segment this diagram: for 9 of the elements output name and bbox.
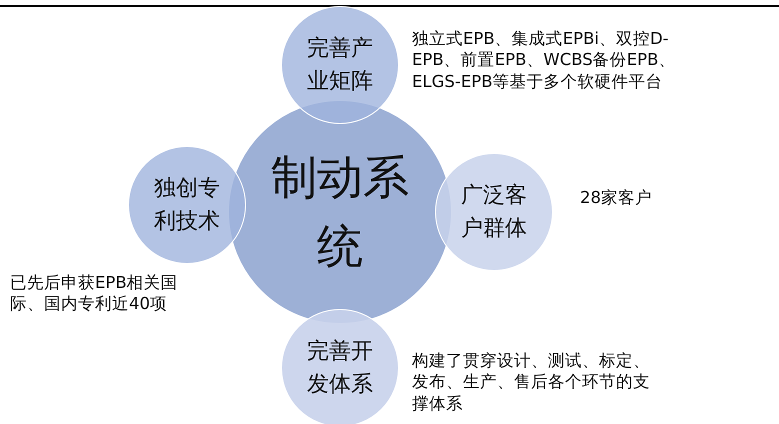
node-label: 广泛客户群体 — [460, 182, 528, 243]
description-text: 已先后申获EPB相关国际、国内专利近40项 — [10, 272, 179, 315]
description-text: 构建了贯穿设计、测试、标定、发布、生产、售后各个环节的支撑体系 — [412, 350, 651, 414]
description-text: 28家客户 — [580, 187, 653, 208]
node-label: 完善产业矩阵 — [306, 35, 374, 96]
node-label: 独创专利技术 — [153, 175, 221, 236]
description-text: 独立式EPB、集成式EPBi、双控D-EPB、前置EPB、WCBS备份EPB、ELGS-EPB等基于多个软硬件平台 — [412, 28, 676, 92]
node-label: 完善开发体系 — [306, 338, 374, 399]
node-label: 制动系统 — [270, 149, 410, 275]
